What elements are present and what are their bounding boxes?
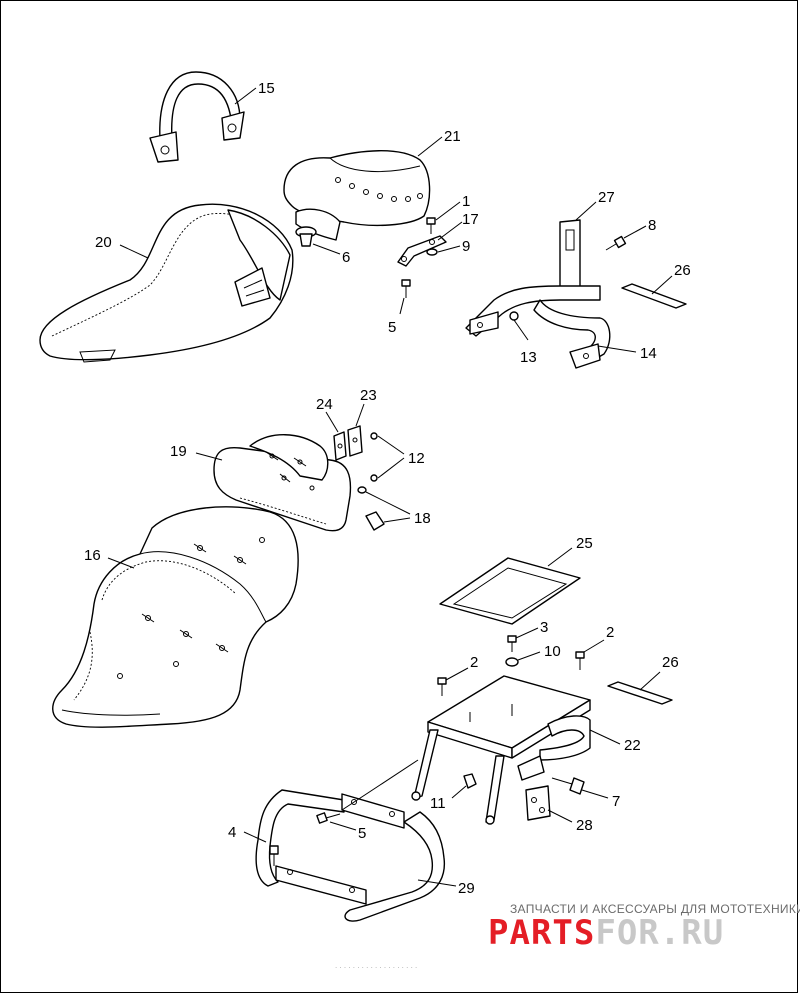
part-6-seat-knob	[295, 226, 317, 247]
callout-21: 21	[444, 128, 461, 145]
part-7-bolt	[551, 777, 585, 795]
part-21-pillion-seat	[283, 150, 431, 241]
callout-22: 22	[624, 737, 641, 754]
part-2-screw-right	[575, 651, 585, 670]
part-29-luggage-rack	[255, 759, 446, 922]
part-24-bracket	[333, 431, 347, 461]
part-4-bolt	[269, 845, 279, 866]
part-26-trim-strip-lower	[607, 681, 673, 705]
watermark: ЗАПЧАСТИ И АКСЕССУАРЫ ДЛЯ МОТОТЕХНИКИ PA…	[488, 902, 800, 953]
callout-26a: 26	[674, 262, 691, 279]
part-1-screw	[426, 217, 436, 234]
callout-13: 13	[520, 349, 537, 366]
part-15-grab-strap	[149, 71, 245, 163]
part-9-washer	[426, 248, 438, 256]
svg-text:PARTSFOR.RU: PARTSFOR.RU	[488, 913, 724, 953]
part-8-bolt	[605, 235, 627, 251]
callout-2b: 2	[606, 624, 614, 641]
callout-11: 11	[430, 795, 446, 812]
part-12-screws	[370, 432, 378, 482]
callout-18: 18	[414, 510, 431, 527]
part-19-backrest-pad	[213, 434, 352, 532]
callout-3: 3	[540, 619, 548, 636]
callout-27: 27	[598, 189, 615, 206]
callout-4: 4	[228, 824, 236, 841]
part-22-rack-mount	[411, 675, 591, 825]
part-3-screw	[507, 635, 517, 652]
scan-artifact: . . . . . . . . . . . . . . . . . . .	[335, 961, 417, 970]
callout-10: 10	[544, 643, 561, 660]
callout-1: 1	[462, 193, 470, 210]
part-5-bolt-upper	[401, 279, 411, 298]
callout-15: 15	[258, 80, 275, 97]
callout-17: 17	[462, 211, 479, 228]
part-20-solo-seat	[39, 203, 294, 363]
part-13-nut	[509, 311, 519, 321]
callout-5b: 5	[358, 825, 366, 842]
part-26-trim-strip-upper	[621, 283, 687, 309]
part-11-nut	[463, 773, 477, 789]
part-2-screw-left	[437, 677, 447, 696]
part-17-seat-bracket	[397, 235, 447, 267]
callout-14: 14	[640, 345, 657, 362]
callout-23: 23	[360, 387, 377, 404]
part-25-gasket	[439, 557, 581, 625]
callout-29: 29	[458, 880, 475, 897]
part-16-touring-seat	[52, 506, 299, 728]
watermark-tagline: ЗАПЧАСТИ И АКСЕССУАРЫ ДЛЯ МОТОТЕХНИКИ	[510, 902, 800, 916]
callout-2a: 2	[470, 654, 478, 671]
watermark-brand-right: FOR.RU	[595, 913, 724, 953]
part-18-nuts	[357, 486, 385, 531]
watermark-brand-left: PARTS	[488, 913, 595, 953]
callout-8: 8	[648, 217, 656, 234]
callout-28: 28	[576, 817, 593, 834]
part-27-backrest-plate	[559, 219, 581, 291]
callout-16: 16	[84, 547, 101, 564]
callout-5a: 5	[388, 319, 396, 336]
part-10-washer	[505, 657, 519, 667]
callout-7: 7	[612, 793, 620, 810]
part-14-rack-frame	[465, 285, 611, 369]
callout-6: 6	[342, 249, 350, 266]
callout-19: 19	[170, 443, 187, 460]
callout-24: 24	[316, 396, 333, 413]
part-28-bracket	[525, 785, 551, 821]
part-23-bracket	[347, 425, 363, 457]
callout-20: 20	[95, 234, 112, 251]
callout-26b: 26	[662, 654, 679, 671]
part-5-bolt-lower	[316, 812, 341, 824]
callout-9: 9	[462, 238, 470, 255]
callout-12: 12	[408, 450, 425, 467]
callout-25: 25	[576, 535, 593, 552]
